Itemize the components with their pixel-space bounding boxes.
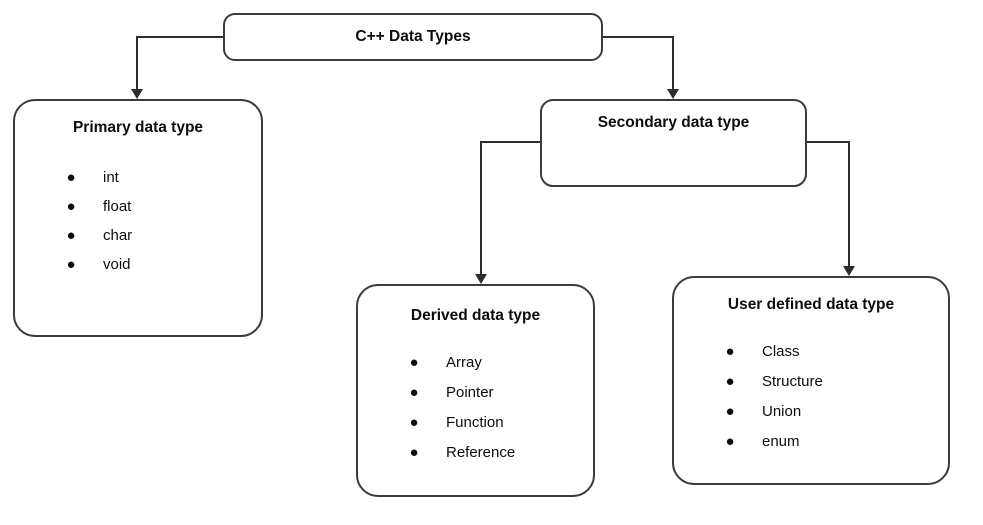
list-item-label: void — [103, 256, 131, 273]
connector-secondary-derived-horizontal — [481, 141, 542, 143]
list-item-label: Array — [446, 353, 482, 371]
bullet-icon: ● — [409, 413, 419, 431]
connector-secondary-userdefined-horizontal — [805, 141, 850, 143]
list-item: ● Structure — [674, 366, 948, 396]
list-item: ● Reference — [358, 437, 593, 467]
userdef-item-list: ● Class ● Structure ● Union ● enum — [674, 336, 948, 456]
connector-root-primary-vertical — [136, 36, 138, 90]
list-item: ● Class — [674, 336, 948, 366]
arrowhead-down-icon — [131, 89, 143, 99]
node-title: Secondary data type — [597, 114, 750, 131]
bullet-icon: ● — [66, 256, 76, 273]
node-derived-data-type: Derived data type ● Array ● Pointer ● Fu… — [356, 284, 595, 497]
primary-item-list: ● int ● float ● char ● void — [15, 163, 261, 279]
list-item: ● Pointer — [358, 377, 593, 407]
connector-root-secondary-horizontal — [601, 36, 674, 38]
list-item-label: Structure — [762, 372, 823, 390]
node-title: C++ Data Types — [355, 28, 471, 45]
list-item-label: Class — [762, 342, 800, 360]
node-secondary-data-type: Secondary data type — [540, 99, 807, 187]
connector-secondary-userdefined-vertical — [848, 141, 850, 267]
bullet-icon: ● — [66, 227, 76, 244]
bullet-icon: ● — [409, 443, 419, 461]
derived-item-list: ● Array ● Pointer ● Function ● Reference — [358, 347, 593, 467]
arrowhead-down-icon — [667, 89, 679, 99]
connector-root-secondary-vertical — [672, 36, 674, 90]
bullet-icon: ● — [66, 169, 76, 186]
list-item-label: char — [103, 227, 133, 244]
list-item: ● void — [15, 250, 261, 279]
list-item: ● char — [15, 221, 261, 250]
list-item: ● Function — [358, 407, 593, 437]
list-item-label: float — [103, 198, 132, 215]
node-title: User defined data type — [727, 296, 895, 313]
list-item: ● Array — [358, 347, 593, 377]
list-item-label: enum — [762, 432, 800, 450]
arrowhead-down-icon — [843, 266, 855, 276]
list-item-label: Union — [762, 402, 802, 420]
node-user-defined-data-type: User defined data type ● Class ● Structu… — [672, 276, 950, 485]
list-item-label: Reference — [446, 443, 516, 461]
bullet-icon: ● — [409, 353, 419, 371]
list-item: ● int — [15, 163, 261, 192]
list-item: ● float — [15, 192, 261, 221]
connector-secondary-derived-vertical — [480, 141, 482, 275]
bullet-icon: ● — [725, 342, 735, 360]
bullet-icon: ● — [725, 372, 735, 390]
list-item-label: Pointer — [446, 383, 494, 401]
node-title: Derived data type — [410, 307, 541, 324]
arrowhead-down-icon — [475, 274, 487, 284]
bullet-icon: ● — [725, 402, 735, 420]
node-cpp-data-types: C++ Data Types — [223, 13, 603, 61]
node-primary-data-type: Primary data type ● int ● float ● char ●… — [13, 99, 263, 337]
bullet-icon: ● — [66, 198, 76, 215]
list-item-label: Function — [446, 413, 504, 431]
node-title: Primary data type — [72, 119, 204, 136]
bullet-icon: ● — [725, 432, 735, 450]
list-item: ● enum — [674, 426, 948, 456]
list-item: ● Union — [674, 396, 948, 426]
list-item-label: int — [103, 169, 119, 186]
bullet-icon: ● — [409, 383, 419, 401]
connector-root-primary-horizontal — [137, 36, 225, 38]
